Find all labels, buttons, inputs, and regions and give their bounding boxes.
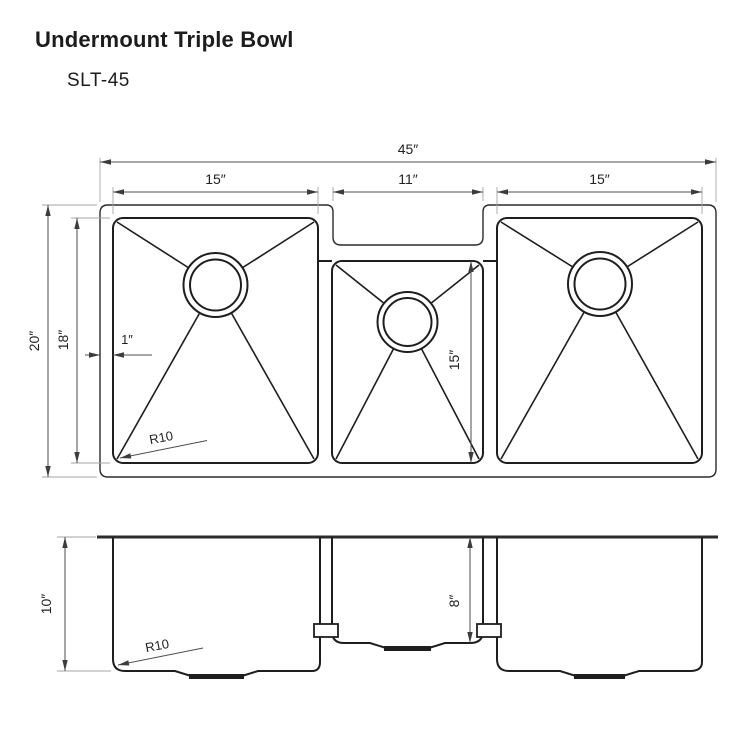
callout-corner-radius-top: R10 [119, 428, 208, 459]
dim-rim-width-label: 1″ [121, 332, 133, 347]
top-view: 45″ 15″ 11″ 15″ [26, 141, 717, 478]
front-view: 10″ 8″ R10 [38, 535, 718, 679]
model-number: SLT-45 [67, 70, 130, 91]
dim-center-bowl-depth-label: 15″ [446, 350, 462, 371]
dim-right-bowl-width-label: 15″ [589, 171, 610, 187]
callout-corner-radius-front-label: R10 [144, 636, 170, 655]
right-bowl-outline [496, 217, 703, 464]
dim-right-bowl-width: 15″ [496, 171, 703, 214]
left-divider-clip [313, 623, 339, 638]
dim-center-depth-label: 8″ [446, 595, 462, 608]
callout-corner-radius-front: R10 [117, 636, 204, 666]
right-bowl-drain [567, 251, 633, 317]
dim-bowl-depth-label: 10″ [38, 594, 54, 615]
dim-overall-depth-label: 20″ [26, 331, 42, 352]
dim-side-bowl-depth: 18″ [55, 217, 110, 464]
header: Undermount Triple Bowl SLT-45 [35, 27, 294, 91]
dim-left-bowl-width-label: 15″ [205, 171, 226, 187]
sink-outer-outline [99, 204, 717, 478]
dim-bowl-depth: 10″ [38, 536, 111, 672]
dim-overall-width-label: 45″ [398, 141, 419, 157]
page-title: Undermount Triple Bowl [35, 27, 294, 52]
center-bowl-outline [331, 260, 484, 464]
dim-center-bowl-depth: 15″ [446, 261, 474, 463]
dim-left-bowl-width: 15″ [112, 171, 319, 214]
left-bowl-profile [112, 537, 321, 677]
dim-center-bowl-width: 11″ [332, 171, 484, 201]
dim-center-depth: 8″ [446, 537, 473, 643]
dim-rim-width: 1″ [85, 332, 152, 358]
dim-center-bowl-width-label: 11″ [398, 171, 418, 187]
callout-corner-radius-top-label: R10 [148, 428, 174, 447]
dim-side-bowl-depth-label: 18″ [55, 330, 71, 351]
dim-overall-width: 45″ [99, 141, 717, 202]
center-bowl-drain [376, 291, 439, 353]
right-bowl-profile [496, 537, 703, 677]
left-bowl-outline [112, 217, 319, 464]
center-bowl-profile [331, 537, 484, 649]
left-bowl-drain [182, 252, 249, 318]
right-divider-clip [476, 623, 502, 638]
dim-overall-depth: 20″ [26, 204, 97, 478]
